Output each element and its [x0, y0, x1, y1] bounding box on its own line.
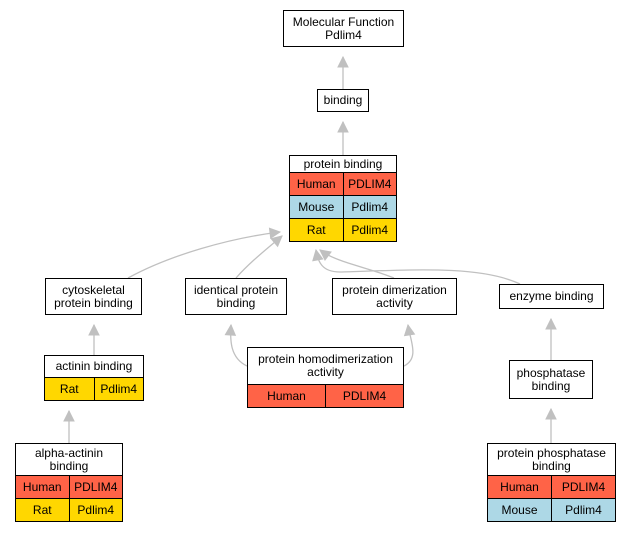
node-title: cytoskeletal protein binding [54, 282, 133, 310]
gene-label: Pdlim4 [342, 219, 397, 241]
ortholog-row-rat: Rat Pdlim4 [290, 218, 396, 241]
ortholog-row-rat: Rat Pdlim4 [16, 498, 122, 521]
arrow-head [268, 227, 282, 240]
edge-line [315, 249, 521, 285]
node-title: phosphatase binding [516, 365, 586, 393]
arrow-head [319, 249, 332, 261]
node-title: enzyme binding [509, 289, 594, 303]
species-label: Mouse [298, 200, 335, 214]
ortholog-row-human: Human PDLIM4 [16, 475, 122, 498]
ortholog-row-mouse: Mouse Pdlim4 [488, 498, 615, 521]
species-label: Rat [306, 223, 326, 237]
node-phosphatase-binding[interactable]: phosphatase binding [509, 360, 593, 399]
node-title: identical protein binding [193, 282, 279, 310]
arrow-head [403, 323, 416, 337]
arrow-head [337, 55, 349, 68]
species-label: Rat [59, 382, 79, 396]
arrow-head [312, 248, 324, 262]
node-title: protein homodimerization activity [258, 352, 393, 379]
edge-alpha-actinin-binding-to-actinin-binding [63, 409, 75, 443]
arrow-head [270, 235, 283, 248]
edge-actinin-binding-to-cytoskeletal-protein-binding [88, 323, 100, 355]
edge-binding-to-molecular-function [337, 55, 349, 89]
species-label: Human [500, 480, 539, 494]
node-title: protein phosphatase binding [497, 445, 606, 473]
node-protein-dimerization-activity[interactable]: protein dimerization activity [332, 278, 457, 315]
arrow-head [63, 409, 75, 422]
node-molecular-function[interactable]: Molecular Function Pdlim4 [283, 10, 404, 47]
gene-label: Pdlim4 [93, 378, 144, 400]
edge-identical-protein-binding-to-protein-binding [235, 235, 283, 279]
node-title: protein dimerization activity [342, 282, 447, 310]
ortholog-row-mouse: Mouse Pdlim4 [290, 195, 396, 218]
ortholog-row-human: Human PDLIM4 [248, 384, 403, 407]
arrow-head [545, 407, 557, 420]
edge-enzyme-binding-to-protein-binding [312, 248, 521, 285]
gene-label: PDLIM4 [325, 385, 403, 407]
edge-phosphatase-binding-to-enzyme-binding [545, 317, 557, 360]
node-title: alpha-actinin binding [34, 445, 104, 473]
gene-label: Pdlim4 [68, 499, 123, 521]
node-alpha-actinin-binding[interactable]: alpha-actinin binding Human PDLIM4 Rat P… [15, 443, 123, 522]
edge-cytoskeletal-protein-binding-to-protein-binding [127, 227, 282, 279]
species-label: Mouse [501, 503, 538, 517]
edge-line [127, 231, 281, 279]
gene-label: Pdlim4 [342, 196, 397, 218]
gene-label: PDLIM4 [551, 476, 615, 498]
node-binding[interactable]: binding [317, 89, 369, 112]
edge-protein-homodimerization-activity-to-identical-protein-binding [224, 323, 248, 367]
edge-line [319, 249, 395, 279]
edge-protein-dimerization-activity-to-protein-binding [319, 249, 395, 279]
node-identical-protein-binding[interactable]: identical protein binding [185, 278, 287, 315]
arrow-head [545, 317, 557, 330]
species-label: Human [267, 389, 306, 403]
species-label: Human [296, 177, 336, 191]
node-title: actinin binding [55, 359, 133, 373]
node-cytoskeletal-protein-binding[interactable]: cytoskeletal protein binding [45, 278, 142, 315]
gene-label: PDLIM4 [342, 173, 397, 195]
node-actinin-binding[interactable]: actinin binding Rat Pdlim4 [44, 355, 144, 401]
arrow-head [337, 120, 349, 133]
node-protein-phosphatase-binding[interactable]: protein phosphatase binding Human PDLIM4… [487, 443, 616, 522]
arrow-head [224, 323, 237, 336]
species-label: Human [22, 480, 62, 494]
species-label: Rat [32, 503, 52, 517]
node-title: binding [323, 93, 363, 107]
ortholog-row-human: Human PDLIM4 [488, 475, 615, 498]
edge-protein-phosphatase-binding-to-phosphatase-binding [545, 407, 557, 443]
node-title: Molecular Function Pdlim4 [292, 14, 395, 42]
gene-label: Pdlim4 [551, 499, 615, 521]
ortholog-row-rat: Rat Pdlim4 [45, 377, 143, 400]
node-title: protein binding [303, 156, 383, 171]
edge-protein-binding-to-binding [337, 120, 349, 155]
node-protein-homodimerization-activity[interactable]: protein homodimerization activity Human … [247, 347, 404, 408]
arrow-head [88, 323, 100, 336]
ortholog-row-human: Human PDLIM4 [290, 172, 396, 195]
gene-label: PDLIM4 [68, 476, 123, 498]
node-protein-binding[interactable]: protein binding Human PDLIM4 Mouse Pdlim… [289, 155, 397, 242]
edge-protein-homodimerization-activity-to-protein-dimerization-activity [403, 323, 416, 367]
node-enzyme-binding[interactable]: enzyme binding [499, 284, 604, 309]
